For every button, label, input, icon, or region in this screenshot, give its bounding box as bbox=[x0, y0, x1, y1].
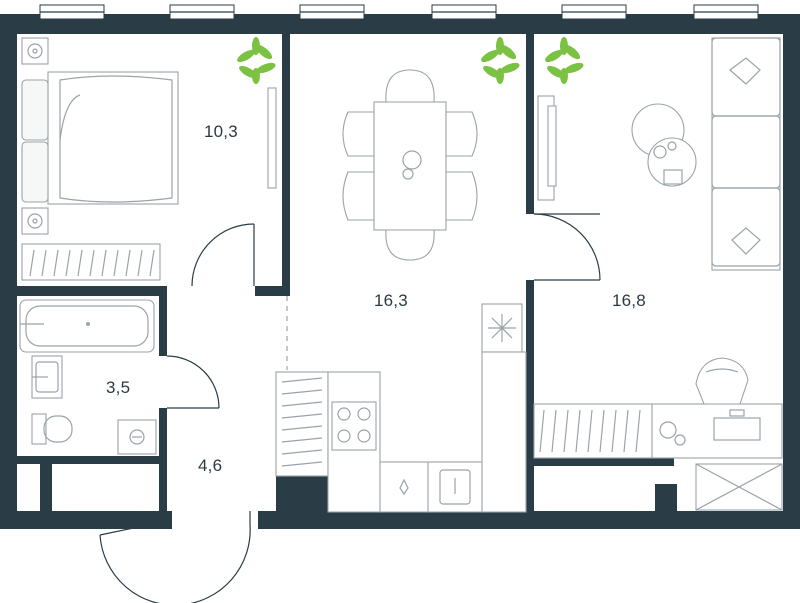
bedroom-furniture bbox=[21, 37, 277, 281]
walls bbox=[0, 14, 800, 529]
doors bbox=[99, 213, 601, 603]
windows bbox=[39, 4, 759, 20]
bathroom-area-label: 3,5 bbox=[106, 378, 131, 397]
bedroom-area-label: 10,3 bbox=[204, 122, 238, 141]
living-room-area-label: 16,8 bbox=[612, 291, 646, 310]
bathroom-furniture bbox=[19, 299, 157, 455]
kitchen-area-label: 16,3 bbox=[374, 291, 408, 310]
plant-icon bbox=[237, 37, 584, 84]
hallway-area-label: 4,6 bbox=[198, 456, 223, 475]
living-room-furniture bbox=[533, 37, 783, 511]
kitchen-furniture bbox=[275, 69, 527, 513]
